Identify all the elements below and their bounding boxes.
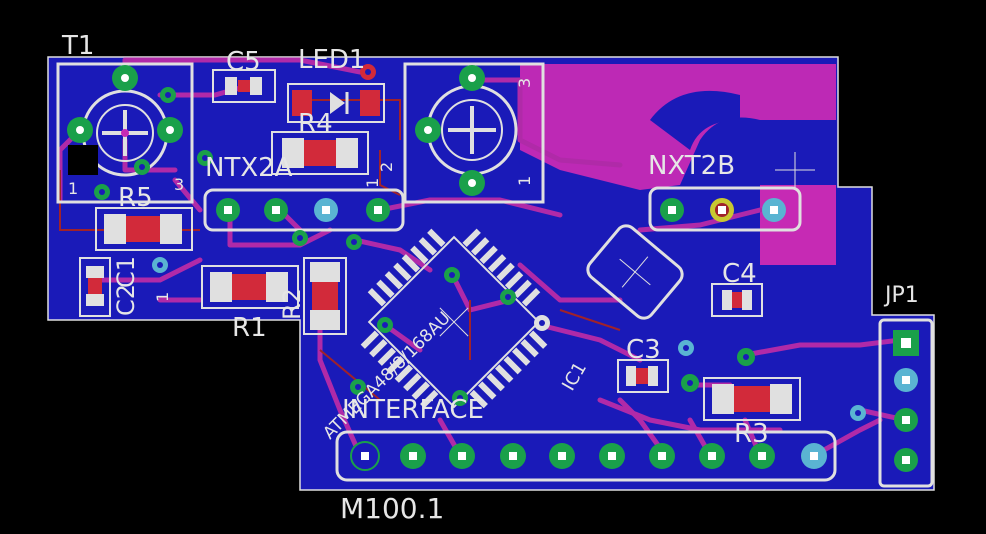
crystal xyxy=(586,224,684,320)
smd-c4 xyxy=(711,283,763,317)
label-jp1: JP1 xyxy=(883,283,919,308)
label-r2: R2 xyxy=(278,288,306,320)
trimmer-t2 xyxy=(403,62,545,204)
smd-r2 xyxy=(303,257,347,335)
vias xyxy=(94,64,866,421)
label-c5: C5 xyxy=(226,47,261,77)
smd-c5 xyxy=(212,69,276,103)
smd-c2 xyxy=(79,257,111,317)
trimmer-t1 xyxy=(56,62,194,204)
smd-r5 xyxy=(95,207,193,251)
ntx2a-header xyxy=(203,188,405,232)
label-interface: INTERFACE xyxy=(342,395,484,425)
led1 xyxy=(287,83,385,123)
label-t2-pin3: 3 xyxy=(515,78,534,88)
jp1-header xyxy=(878,318,934,488)
ic1-qfp xyxy=(360,228,548,409)
label-t1: T1 xyxy=(61,31,94,61)
label-t1-pin1: 1 xyxy=(68,179,78,198)
label-c2: C2 xyxy=(112,284,140,316)
smd-r3 xyxy=(703,377,801,421)
copper-pour-arc xyxy=(650,90,740,150)
label-t2-pin1: 1 xyxy=(515,176,534,186)
label-t1-pin3: 3 xyxy=(174,175,184,194)
label-nxt2b: NXT2B xyxy=(648,151,735,181)
label-r3: R3 xyxy=(734,419,769,449)
label-ntx-pin2: 2 xyxy=(377,162,396,172)
label-c4: C4 xyxy=(722,259,757,289)
label-ntx2a: NTX2A xyxy=(205,153,293,183)
label-r5: R5 xyxy=(118,183,153,213)
label-c3: C3 xyxy=(626,335,661,365)
label-led1: LED1 xyxy=(298,45,365,75)
smd-r4 xyxy=(271,131,369,175)
nxt2b-header xyxy=(648,152,815,232)
label-m100: M100.1 xyxy=(340,492,444,525)
label-r4: R4 xyxy=(298,109,333,139)
label-c1: C1 xyxy=(112,256,140,288)
smd-r1 xyxy=(201,265,299,309)
label-r1: R1 xyxy=(232,313,267,343)
label-c2-pin1: 1 xyxy=(153,292,172,302)
label-ntx-pin1: 1 xyxy=(363,178,382,188)
interface-header xyxy=(335,430,837,482)
smd-c3 xyxy=(617,359,669,393)
